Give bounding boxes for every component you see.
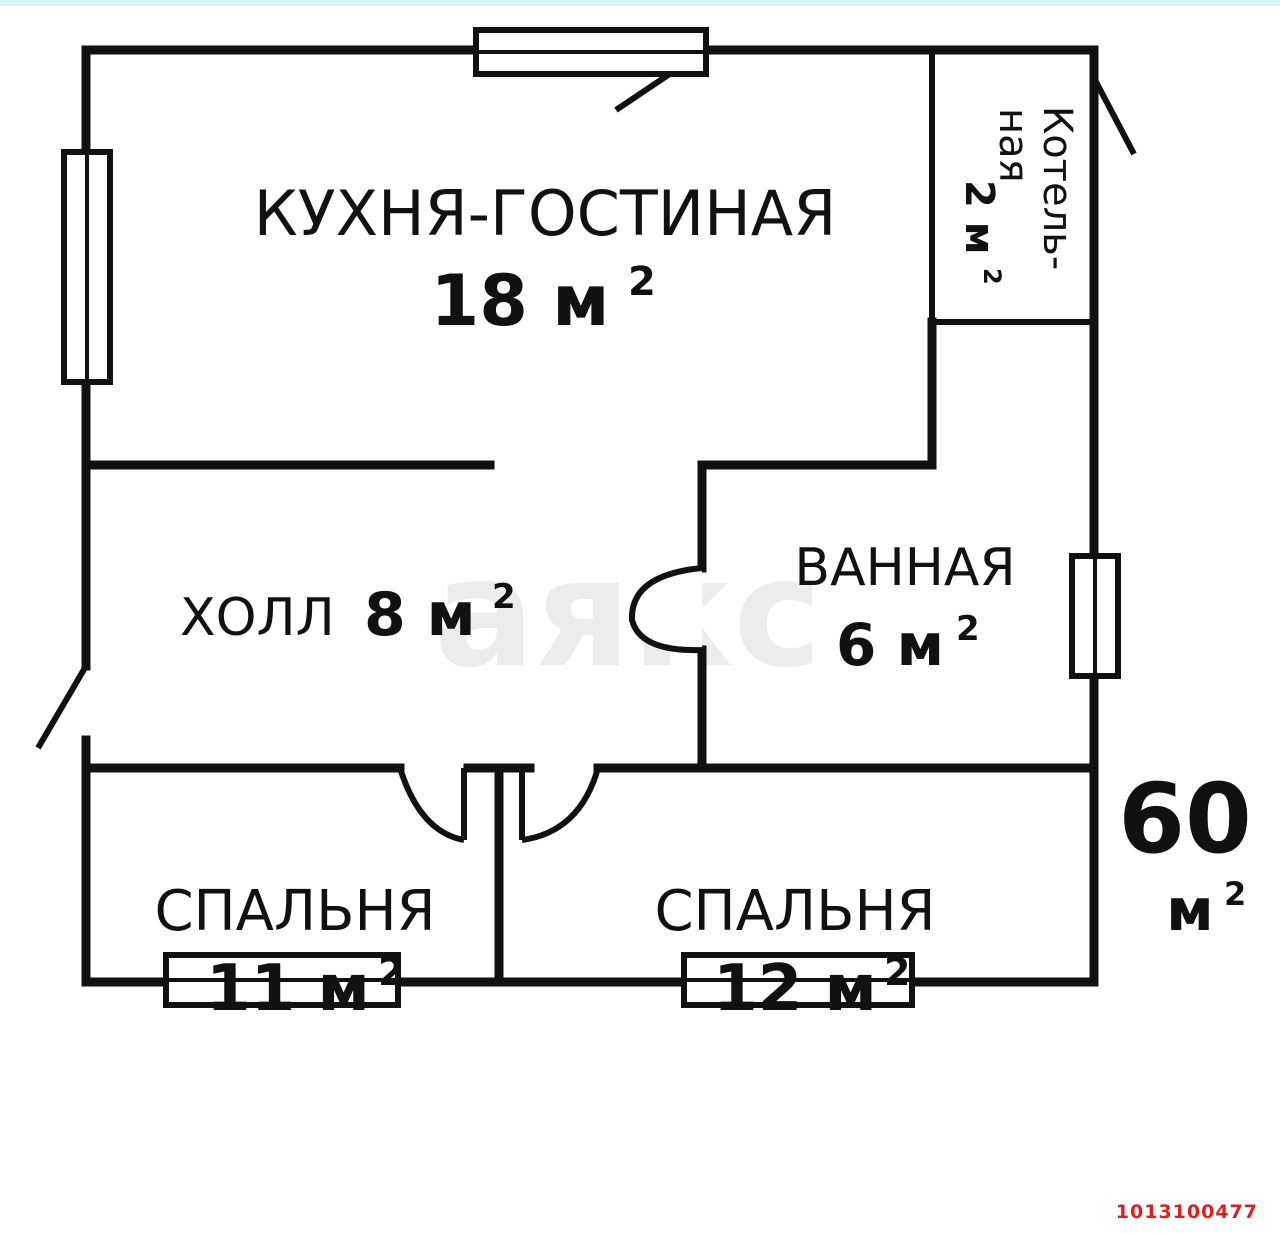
bedroom-left-door-arc [397,767,465,843]
boiler-door-leaf [1091,76,1137,156]
bath-name: ВАННАЯ [794,538,1015,598]
boiler-name-line1: Котель- [1034,106,1080,270]
total-area-sup: 2 [1224,875,1246,913]
top-accent-bar [0,0,1280,6]
boiler-name-line2: ная [990,108,1036,183]
bedroom-left-area: 11 м [206,952,370,1026]
bedroom-right-area-sup: 2 [884,950,910,994]
bedroom-right-name: СПАЛЬНЯ [654,879,935,944]
bath-area: 6 м [836,611,944,679]
hall-area-sup: 2 [492,577,516,617]
boiler-area-sup: 2 [978,268,1006,285]
windows [61,27,1121,1008]
boiler-label: Котель- ная 2 м 2 [956,106,1080,285]
listing-id: 1013100477 [1115,1201,1258,1223]
kitchen-area-sup: 2 [628,259,656,305]
entrance-door-leaf [35,664,89,750]
bedroom-right-door-arc [521,767,601,843]
bedroom-right-area: 12 м [713,952,877,1026]
kitchen-area: 18 м [431,260,610,342]
bedroom-left-name: СПАЛЬНЯ [154,879,435,944]
doors [35,52,1137,843]
hall-area: 8 м [364,580,476,650]
bath-door-swing [628,565,703,654]
bedroom-left-area-sup: 2 [378,950,404,994]
kitchen-name: КУХНЯ-ГОСТИНАЯ [254,177,837,250]
total-area-unit: м [1166,876,1213,944]
hall-name: ХОЛЛ [180,588,335,648]
boiler-area: 2 м [956,180,1002,254]
bath-area-sup: 2 [956,609,980,649]
watermark-text: аякс [434,527,822,701]
total-area-value: 60 [1118,763,1252,875]
